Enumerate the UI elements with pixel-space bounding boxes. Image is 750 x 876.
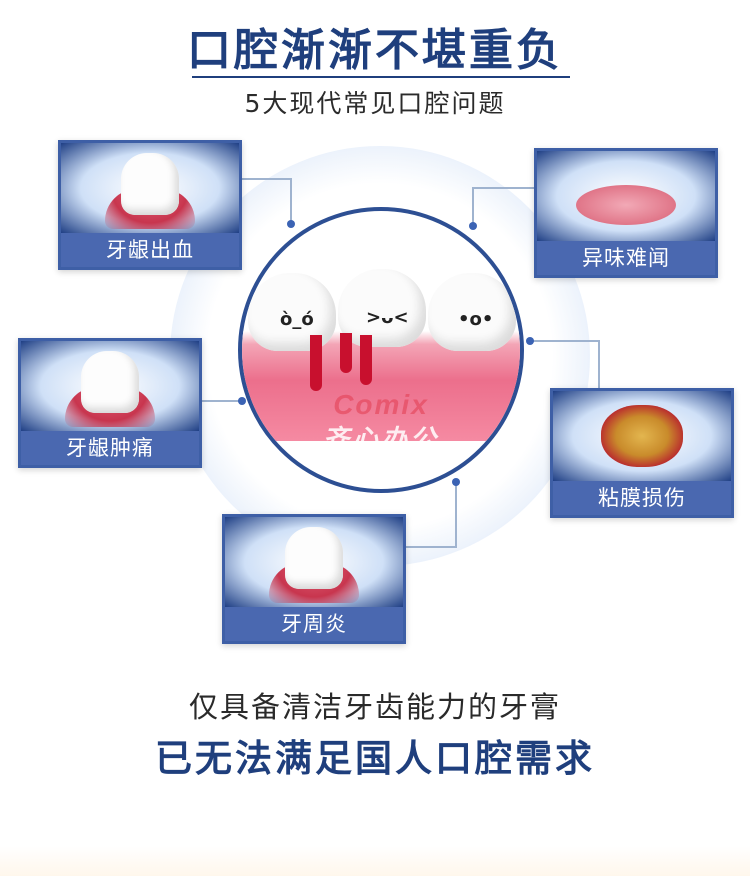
connector-breath — [472, 187, 536, 189]
connector-bleeding — [240, 178, 292, 180]
connector-dot — [469, 222, 477, 230]
connector-perio — [405, 546, 457, 548]
tooth-shape — [121, 153, 179, 215]
watermark-brand-cn: 齐心办公 — [322, 424, 439, 454]
blood-drip — [310, 335, 322, 391]
tooth-face: •o• — [458, 309, 494, 330]
card-label: 牙周炎 — [225, 607, 403, 641]
card-label: 异味难闻 — [537, 241, 715, 275]
card-label: 牙龈出血 — [61, 233, 239, 267]
blood-drip — [340, 333, 352, 373]
mouth-ulcer-icon — [553, 391, 731, 481]
tooth-shape — [81, 351, 139, 413]
connector-ulcer-v — [598, 340, 600, 390]
lips-icon — [537, 151, 715, 241]
tooth-right — [428, 273, 516, 351]
card-mucosa-damage: 粘膜损伤 — [550, 388, 734, 518]
connector-breath-v — [472, 187, 474, 227]
card-gum-swelling: 牙龈肿痛 — [18, 338, 202, 468]
card-periodontitis: 牙周炎 — [222, 514, 406, 644]
connector-swollen — [200, 400, 244, 402]
connector-bleeding-v — [290, 178, 292, 224]
tooth-face: >ᴗ< — [366, 307, 409, 328]
card-bad-breath: 异味难闻 — [534, 148, 718, 278]
card-gum-bleeding: 牙龈出血 — [58, 140, 242, 270]
connector-ulcer — [530, 340, 600, 342]
bleeding-gum-icon — [61, 143, 239, 233]
page-subtitle: 5大现代常见口腔问题 — [244, 89, 506, 118]
tooth-face: ò_ó — [280, 309, 314, 330]
lips-shape — [576, 185, 676, 225]
footer-line-2: 已无法满足国人口腔需求 — [155, 737, 595, 780]
tooth-shape — [285, 527, 343, 589]
blood-drip — [360, 335, 372, 385]
watermark-brand: Comix — [333, 389, 429, 420]
center-teeth-illustration: ò_ó >ᴗ< •o• Comix 齐心办公 — [238, 207, 524, 493]
connector-dot — [526, 337, 534, 345]
connector-dot — [452, 478, 460, 486]
tooth-middle — [338, 269, 426, 347]
connector-dot — [287, 220, 295, 228]
swollen-gum-icon — [21, 341, 199, 431]
card-label: 粘膜损伤 — [553, 481, 731, 515]
connector-perio-v — [455, 482, 457, 548]
ulcer-shape — [601, 405, 683, 467]
footer-line-1: 仅具备清洁牙齿能力的牙膏 — [188, 690, 561, 724]
title-underline — [192, 76, 570, 78]
card-label: 牙龈肿痛 — [21, 431, 199, 465]
bottom-glow — [0, 846, 750, 876]
page-title: 口腔渐渐不堪重负 — [187, 25, 563, 76]
periodontitis-icon — [225, 517, 403, 607]
